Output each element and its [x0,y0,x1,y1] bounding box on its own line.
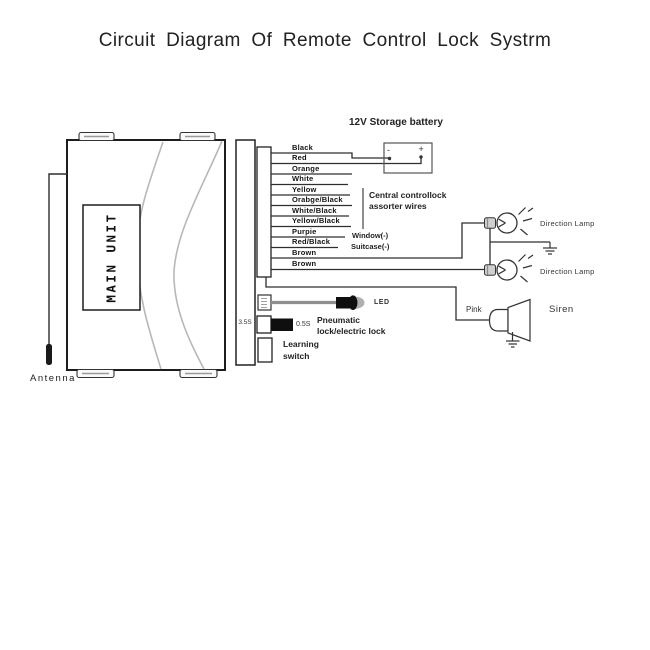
battery-label: 12V Storage battery [349,117,443,128]
main-unit-box [66,131,226,379]
wire-label-red-black: Red/Black [292,237,331,246]
wire-label-white: White [292,174,314,183]
direction-lamp-label-bottom: Direction Lamp [540,266,595,276]
learning-switch-box [257,337,273,363]
led-label: LED [374,299,390,306]
battery-positive-sign: + [418,144,424,154]
siren-icon [488,298,531,348]
ground-icon-lamps [543,242,557,255]
wire-label-brown-1: Brown [292,247,317,257]
timer-0-5s-label: 0.5S [296,320,311,328]
tab-shading [82,135,212,375]
wire-label-yellow: Yellow [292,184,317,194]
battery-box [383,142,433,174]
wire-siren-pink [265,277,490,321]
pneumatic-plug-icon [256,315,293,334]
wire-harness-block [256,146,272,278]
pneumatic-label: Pneumatic lock/electric lock [317,314,386,336]
wire-brown-1 [271,222,485,259]
main-unit-label: MAIN UNIT [104,212,120,303]
wire-label-orange: Orange [292,163,320,173]
wire-black [271,152,388,159]
antenna-icon [46,173,67,365]
pink-wire-label: Pink [466,305,482,314]
antenna-label: Antenna [30,373,76,384]
wire-label-orange-black: Orabge/Black [292,195,343,204]
direction-lamp-label-top: Direction Lamp [540,218,595,228]
main-unit-label-frame [82,204,141,311]
wire-label-brown-2: Brown [292,259,317,268]
timer-3-5s-label: 3.5S [238,318,252,326]
wire-label-purple: Purpie [292,226,317,236]
wire-label-red: Red [292,153,307,162]
page-title: Circuit Diagram Of Remote Control Lock S… [98,30,552,51]
ground-icon-siren [506,332,520,348]
connector-strip [235,139,256,366]
battery-negative-sign: - [387,145,390,155]
wire-label-yellow-black: Yellow/Black [292,216,340,225]
siren-label: Siren [549,303,574,315]
wire-label-black: Black [292,142,314,152]
direction-lamp-icon-bottom [484,254,534,283]
suitcase-label: Suitcase(-) [351,241,390,251]
window-label: Window(-) [352,230,389,240]
direction-lamp-icon-top [484,207,534,236]
central-lock-label: Central controllock assorter wires [369,190,447,211]
wire-red [271,158,422,165]
learning-switch-label: Learning switch [283,338,319,361]
led-icon [257,294,365,311]
wire-label-white-black: White/Black [292,205,337,215]
harness-wires [265,152,550,321]
